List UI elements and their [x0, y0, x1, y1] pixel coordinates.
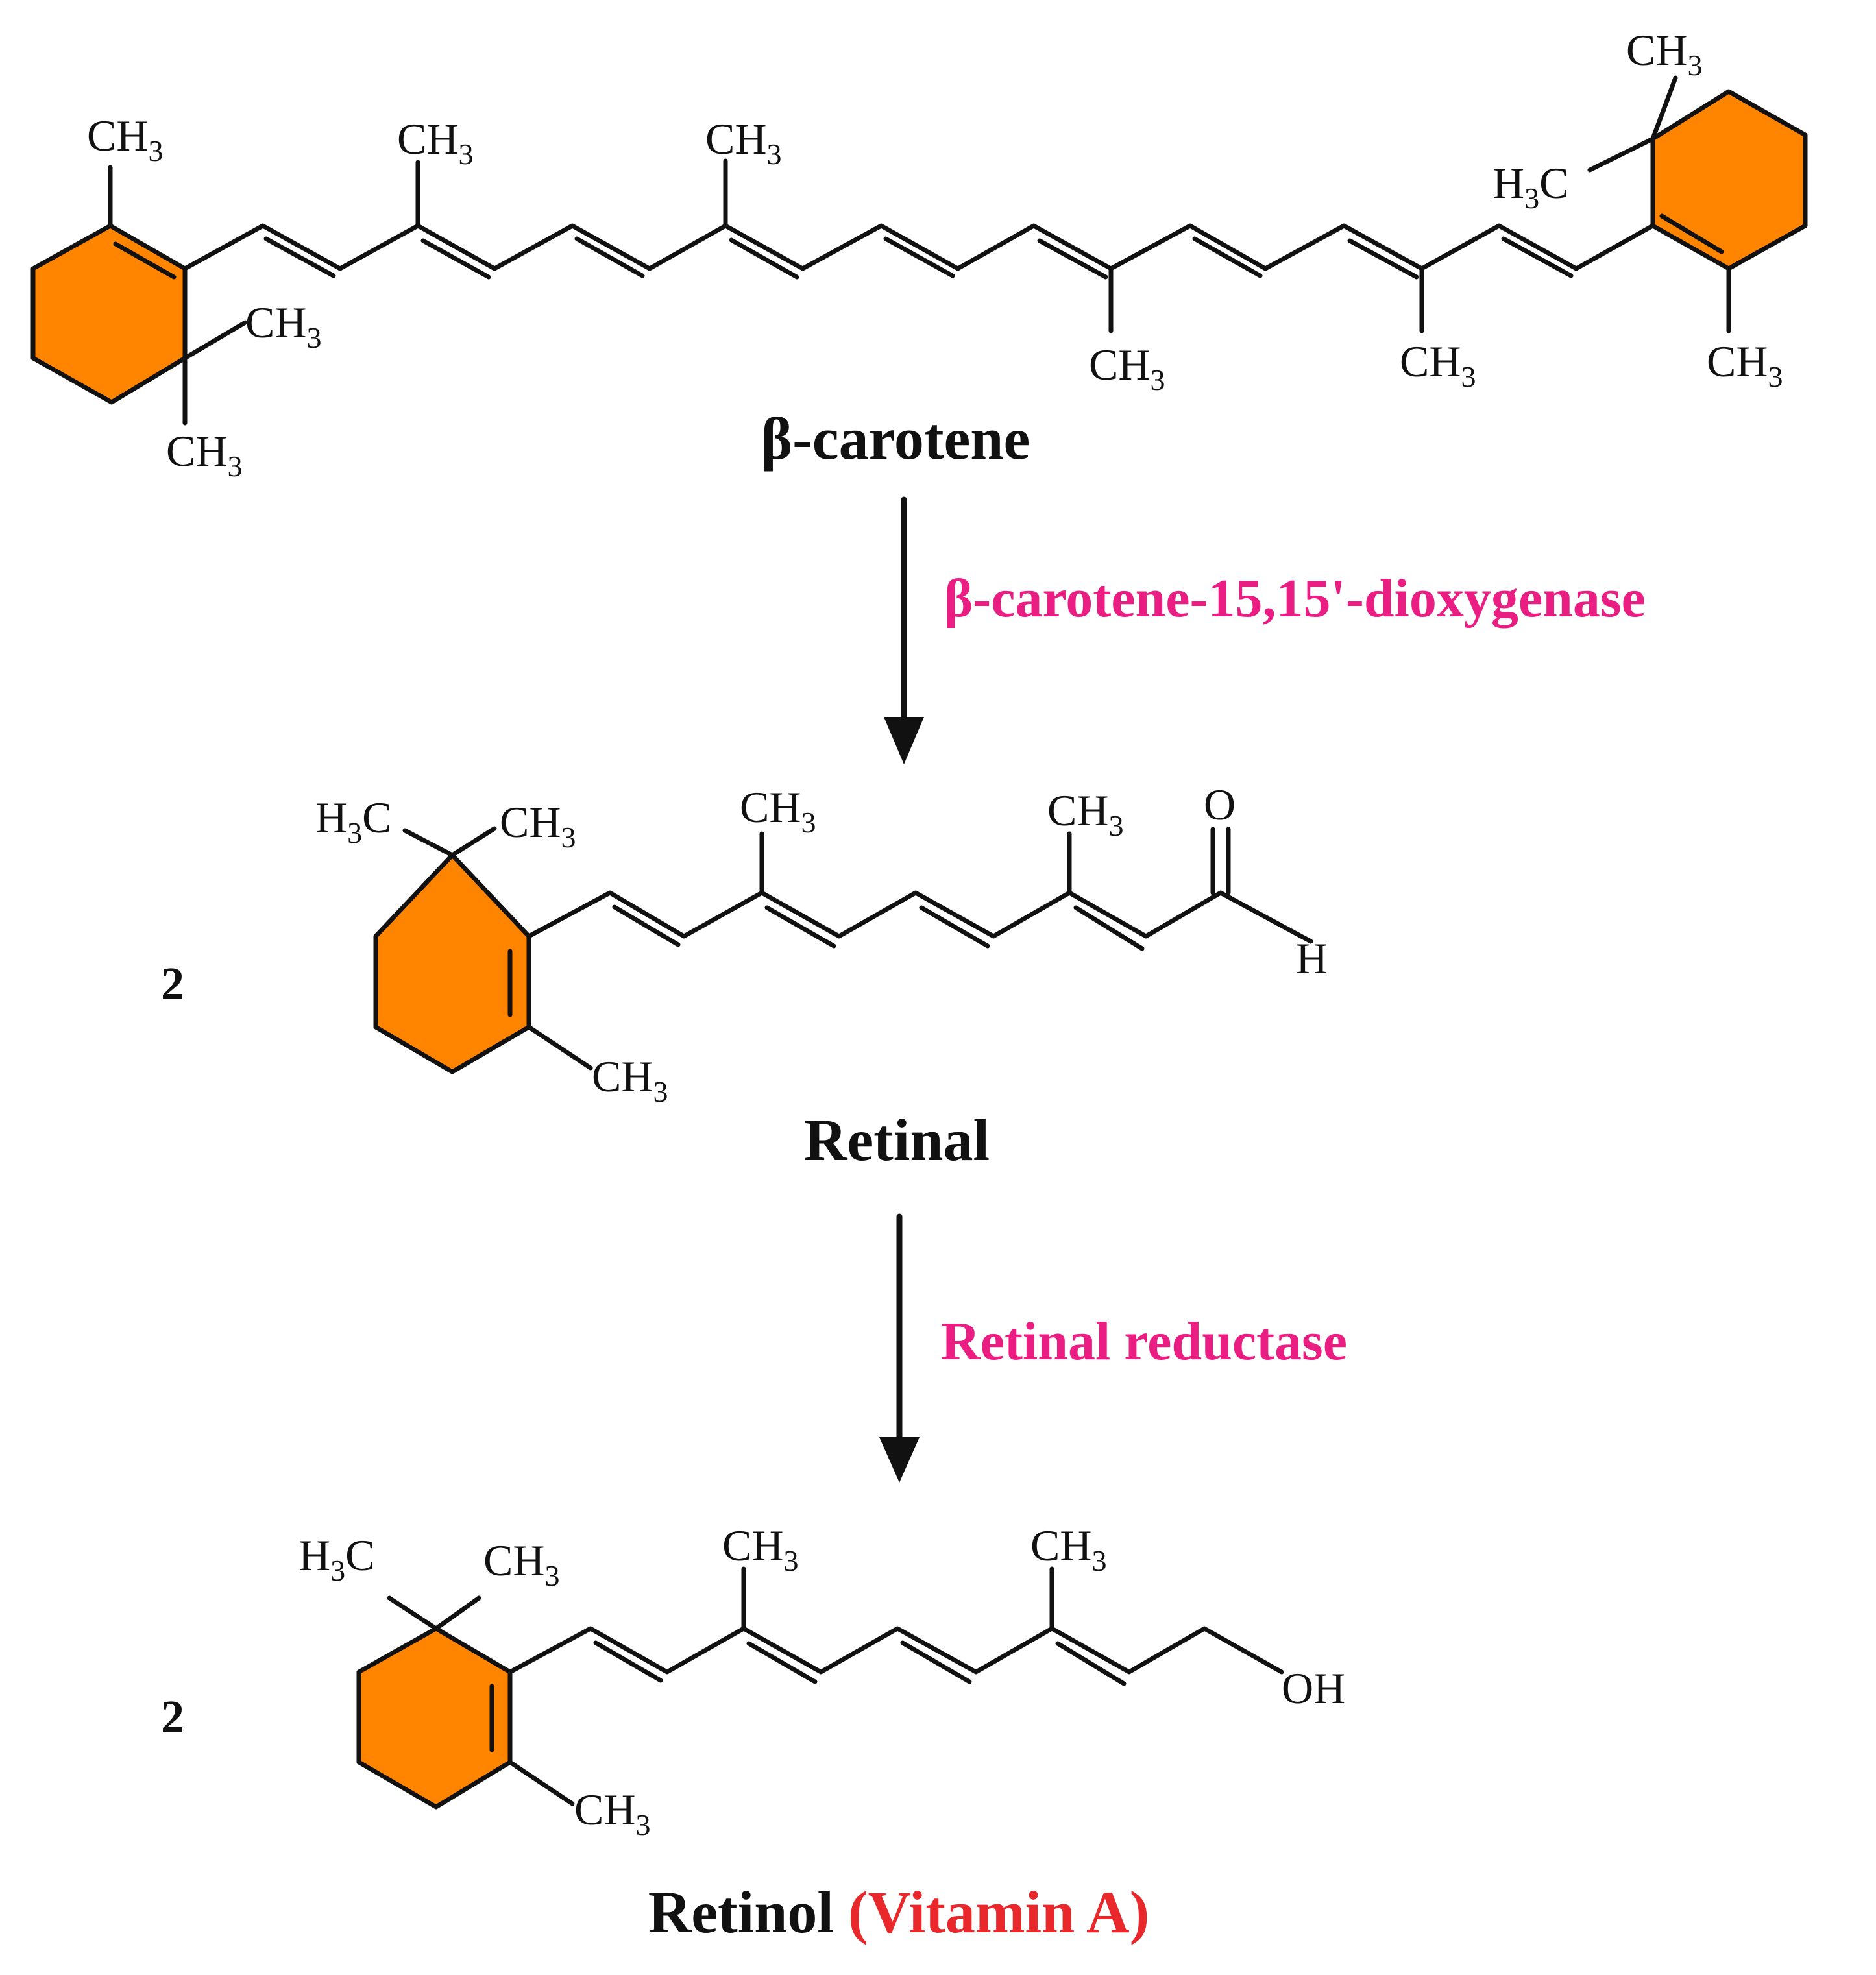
left-ring [30, 223, 188, 405]
methyl-label [1707, 337, 1783, 393]
carotene-chain [182, 223, 1655, 271]
hydrogen-label: H [1296, 934, 1328, 983]
enzyme-label-2: Retinal reductase [941, 1311, 1347, 1372]
methyl-label [166, 426, 243, 483]
retinol-ring [356, 1626, 513, 1810]
right-ring [1650, 89, 1808, 271]
retinal-chain [526, 890, 1313, 944]
methyl-label [483, 1536, 560, 1592]
retinal-ring [373, 853, 531, 1074]
methyl-label [245, 298, 322, 354]
oxygen-label: O [1204, 780, 1236, 829]
vitamin-a-label: (Vitamin A) [848, 1879, 1149, 1945]
methyl-label [1400, 337, 1476, 393]
stoichiometric-coefficient: 2 [161, 958, 184, 1010]
stoichiometric-coefficient: 2 [161, 1691, 184, 1743]
methyl-label [1492, 158, 1569, 215]
retinal-name: Retinal [804, 1107, 990, 1173]
methyl-label [574, 1785, 651, 1841]
methyl-label [397, 114, 474, 171]
methyl-label [740, 782, 816, 839]
reaction-arrow-1 [884, 496, 924, 764]
methyl-label [722, 1521, 799, 1577]
reaction-arrow-2 [879, 1213, 920, 1483]
hydroxyl-label: OH [1282, 1664, 1345, 1713]
retinal-structure: 2 O H Retinal [161, 780, 1328, 1173]
beta-carotene-name: β-carotene [761, 406, 1030, 472]
methyl-label [315, 793, 392, 849]
methyl-label [1089, 340, 1165, 396]
methyl-label [1047, 786, 1124, 842]
retinol-structure: 2 OH Retinol(Vitamin A) [161, 1521, 1345, 1945]
enzyme-label-1: β-carotene-15,15'-dioxygenase [944, 568, 1646, 629]
methyl-label [500, 797, 576, 854]
methyl-label [1030, 1521, 1107, 1577]
left-ring-double-bond [113, 241, 177, 280]
methyl-label [705, 114, 782, 171]
right-ring-double-bond [1659, 213, 1724, 254]
methyl-label [298, 1531, 375, 1587]
methyl-label [592, 1052, 668, 1108]
retinol-chain [507, 1626, 1284, 1675]
beta-carotene-structure: β-carotene [30, 25, 1808, 483]
retinol-name: Retinol(Vitamin A) [648, 1879, 1149, 1945]
methyl-label [87, 111, 164, 167]
methyl-label [1626, 25, 1703, 82]
